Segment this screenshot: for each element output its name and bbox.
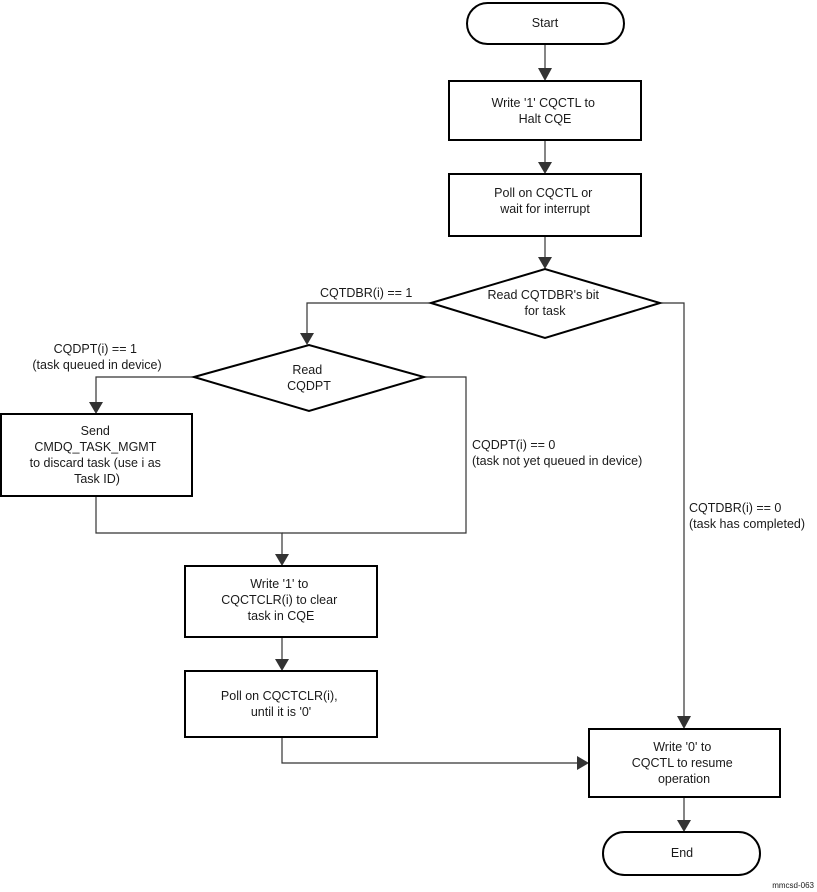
arrow-to-write-clear xyxy=(275,554,289,566)
poll-clear-label: Poll on CQCTCLR(i), until it is '0' xyxy=(221,689,341,719)
arrow-to-end xyxy=(677,820,691,832)
end-terminator xyxy=(602,831,761,876)
write-resume-box xyxy=(588,728,781,798)
start-terminator xyxy=(466,2,625,45)
arrow-to-resume-top xyxy=(677,716,691,729)
edge-cqtdbr-zero xyxy=(660,302,685,716)
arrow-to-read-cqdpt xyxy=(300,333,314,345)
write-halt-box xyxy=(448,80,642,141)
figure-id: mmcsd-063 xyxy=(772,881,814,890)
cqdpt-zero-label: CQDPT(i) == 0 (task not yet queued in de… xyxy=(472,438,642,468)
write-clear-box xyxy=(184,565,378,638)
write-clear-label: Write '1' to CQCTCLR(i) to clear task in… xyxy=(221,577,340,623)
shapes xyxy=(0,2,781,876)
edge-poll-to-resume xyxy=(281,737,577,764)
send-mgmt-label: Send CMDQ_TASK_MGMT to discard task (use… xyxy=(30,424,165,486)
edge-send-to-merge xyxy=(95,496,283,554)
arrow-to-resume-left xyxy=(577,756,589,770)
write-resume-label: Write '0' to CQCTL to resume operation xyxy=(632,740,736,786)
start-label: Start xyxy=(532,16,559,30)
edge-cqtdbr-one xyxy=(306,302,431,333)
send-mgmt-box xyxy=(0,413,193,497)
poll-cqctl-box xyxy=(448,173,642,237)
arrow-to-send xyxy=(89,402,103,414)
cqtdbr-one-label: CQTDBR(i) == 1 xyxy=(320,286,412,300)
end-label: End xyxy=(671,846,693,860)
edge-cqdpt-zero xyxy=(282,376,467,534)
edge-cqdpt-one xyxy=(95,376,194,402)
arrow-to-poll-clear xyxy=(275,659,289,671)
read-cqdpt-label: Read CQDPT xyxy=(287,363,331,393)
poll-clear-box xyxy=(184,670,378,738)
arrow-to-poll xyxy=(538,162,552,174)
node-labels: Start Write '1' CQCTL to Halt CQE Poll o… xyxy=(30,16,736,860)
edge-labels: CQTDBR(i) == 1 CQDPT(i) == 1 (task queue… xyxy=(32,286,805,531)
read-cqdpt-decision xyxy=(190,343,428,413)
arrowheads xyxy=(89,68,691,832)
arrow-to-read-cqtdbr xyxy=(538,257,552,269)
cqdpt-one-label: CQDPT(i) == 1 (task queued in device) xyxy=(32,342,161,372)
arrow-to-write xyxy=(538,68,552,81)
poll-cqctl-label: Poll on CQCTL or wait for interrupt xyxy=(494,186,596,216)
cqtdbr-zero-label: CQTDBR(i) == 0 (task has completed) xyxy=(689,501,805,531)
read-cqtdbr-decision xyxy=(427,267,664,340)
read-cqtdbr-label: Read CQTDBR's bit for task xyxy=(488,288,603,318)
write-halt-label: Write '1' CQCTL to Halt CQE xyxy=(492,96,599,126)
connectors xyxy=(95,44,685,820)
